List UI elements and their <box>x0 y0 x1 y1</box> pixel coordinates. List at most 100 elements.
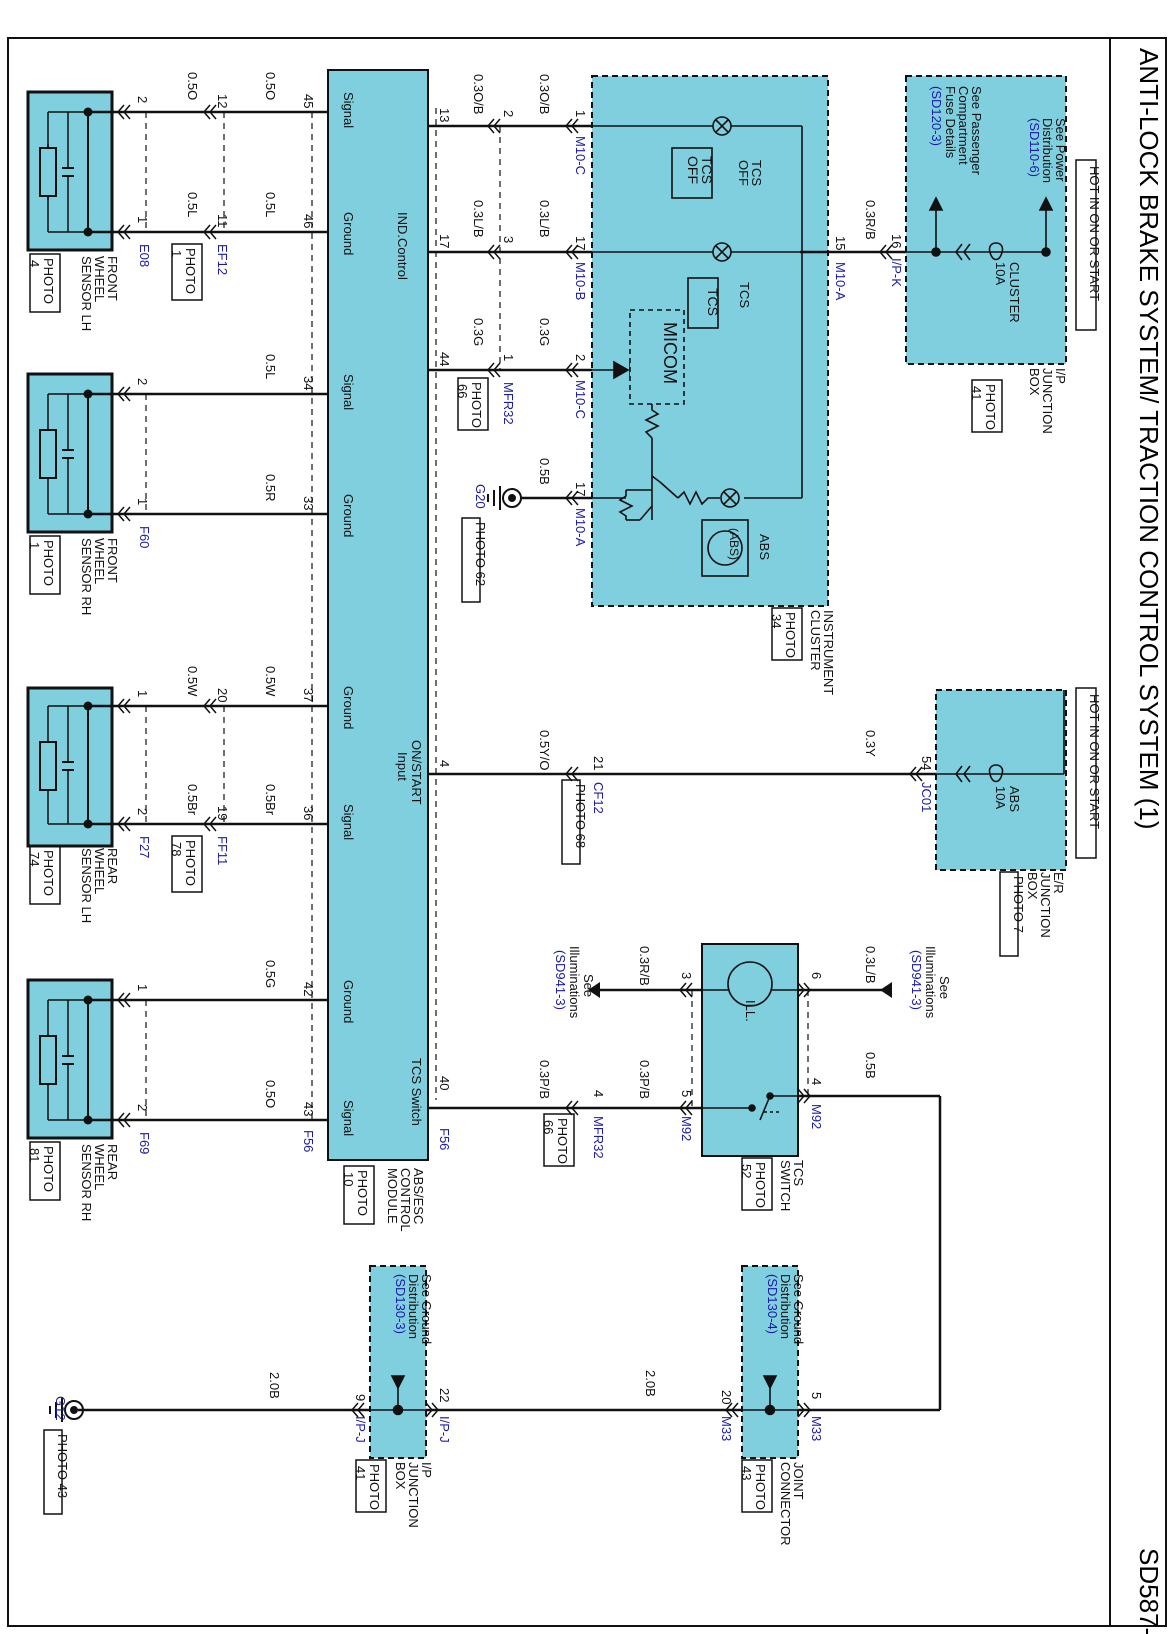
on-start-label: Input <box>395 752 410 781</box>
label-box <box>1075 159 1097 331</box>
label-4: PHOTO <box>355 1170 370 1216</box>
label-109: 0.5Y/O <box>537 730 552 770</box>
connector-chevron-icon <box>909 766 923 782</box>
cluster-name: CLUSTER <box>808 610 823 671</box>
label-38: FF11 <box>215 836 230 865</box>
label-14: 11 <box>215 214 230 228</box>
label-36: 0.5W <box>185 666 200 697</box>
label-70: MFR32 <box>501 382 516 425</box>
hot-label: HOT IN ON OR START <box>1087 166 1102 301</box>
er-name: BOX <box>1025 872 1040 900</box>
label-149: I/P-J <box>437 1416 452 1443</box>
connector-chevron-icon <box>565 766 579 782</box>
label-110: PHOTO <box>753 1162 768 1208</box>
module-pin-number: 42 <box>301 982 316 996</box>
label-31: 0.5Br <box>263 784 278 816</box>
page-code: SD587-1 <box>1134 1548 1164 1634</box>
label-73: 0.5B <box>537 458 552 485</box>
label-box <box>543 1113 575 1167</box>
label-87: PHOTO <box>983 384 998 430</box>
label-102: 10A <box>993 786 1008 809</box>
label-44: 0.5G <box>263 960 278 988</box>
er-internals <box>936 690 1065 783</box>
sensor-rear-lh <box>26 686 114 848</box>
connector-chevron-icon <box>679 1100 693 1116</box>
label-150: I/P-J <box>353 1416 368 1443</box>
sensor-name: WHEEL <box>92 256 107 302</box>
label-119: 0.3L/B <box>863 946 878 984</box>
ip-top-name: BOX <box>1027 368 1042 396</box>
label-144: See Ground <box>419 1274 434 1344</box>
label-94: Fuse Details <box>943 86 958 159</box>
connector-chevron-icon <box>565 362 579 378</box>
label-151: 2.0B <box>267 1372 282 1399</box>
label-27: 1 <box>135 690 150 697</box>
label-46: PHOTO <box>41 1146 56 1192</box>
ip-top-name: I/P <box>1053 368 1068 384</box>
label-107: CF12 <box>591 782 606 814</box>
label-box <box>29 1141 61 1201</box>
label-42: 2 <box>135 1104 150 1111</box>
label-51: 13 <box>437 108 452 122</box>
label-61: M10-C <box>573 136 588 175</box>
label-26: 1 <box>27 542 42 549</box>
label-box <box>29 535 61 595</box>
label-box <box>771 607 803 661</box>
module-pin-label: Signal <box>341 92 356 128</box>
label-82: ABS <box>757 534 772 560</box>
connector-chevron-icon <box>487 362 501 378</box>
label-box <box>1075 687 1097 859</box>
label-box <box>355 1459 387 1513</box>
label-122: 0.3P/B <box>637 1060 652 1099</box>
sensor-name: REAR <box>105 1144 120 1180</box>
er-name: JUNCTION <box>1038 872 1053 938</box>
connector-chevron-icon <box>487 244 501 260</box>
label-115: 4 <box>809 1078 824 1085</box>
label-67: M10-A <box>573 508 588 547</box>
sensor-rear-rh <box>26 978 114 1140</box>
label-65: M10-C <box>573 380 588 419</box>
label-0: 4 <box>437 760 452 767</box>
connector-chevron-icon <box>117 1112 131 1128</box>
module-pin-number: 46 <box>301 214 316 228</box>
ip-bottom-name: BOX <box>393 1462 408 1490</box>
hot-label: HOT IN ON OR START <box>1087 694 1102 829</box>
connector-chevron-icon <box>117 992 131 1008</box>
label-57: 1 <box>501 354 516 361</box>
label-93: Compartment <box>956 86 971 165</box>
tcs-switch-pin-label: TCS Switch <box>409 1058 424 1126</box>
label-35: 19 <box>215 806 230 820</box>
tcs-switch-name: SWITCH <box>778 1160 793 1211</box>
label-55: 17 <box>437 234 452 248</box>
label-box <box>457 377 489 431</box>
label-141: 2.0B <box>643 1370 658 1397</box>
label-13: 12 <box>215 94 230 108</box>
connector-chevron-icon <box>203 698 217 714</box>
label-41: 1 <box>135 984 150 991</box>
label-111: 52 <box>739 1164 754 1178</box>
ground-internals <box>370 1375 798 1416</box>
label-48: 0.3O/B <box>537 74 552 114</box>
label-box <box>741 1157 773 1211</box>
label-155: PHOTO 43 <box>55 1434 70 1498</box>
label-90: Distribution <box>1040 118 1055 183</box>
micom-chip <box>629 309 685 405</box>
er-junction-box <box>935 689 1067 871</box>
label-143: 43 <box>739 1466 754 1480</box>
label-152: PHOTO <box>367 1464 382 1510</box>
label-133: 0.3P/B <box>537 1060 552 1099</box>
label-box <box>171 243 203 301</box>
label-116: 5 <box>679 1090 694 1097</box>
label-box <box>343 1165 375 1225</box>
ip-bottom-name: I/P <box>419 1462 434 1478</box>
on-start-label: ON/START <box>409 740 424 805</box>
ip-bottom-name: JUNCTION <box>406 1462 421 1528</box>
label-118: M92 <box>679 1116 694 1141</box>
tcs-off-indicator <box>671 147 713 199</box>
joint-name: JOINT <box>791 1462 806 1500</box>
label-52: 0.3L/B <box>537 200 552 238</box>
label-104: JC01 <box>919 782 934 812</box>
sensor-name: WHEEL <box>92 538 107 584</box>
label-108: PHOTO 68 <box>573 784 588 848</box>
label-53: 3 <box>501 236 516 243</box>
